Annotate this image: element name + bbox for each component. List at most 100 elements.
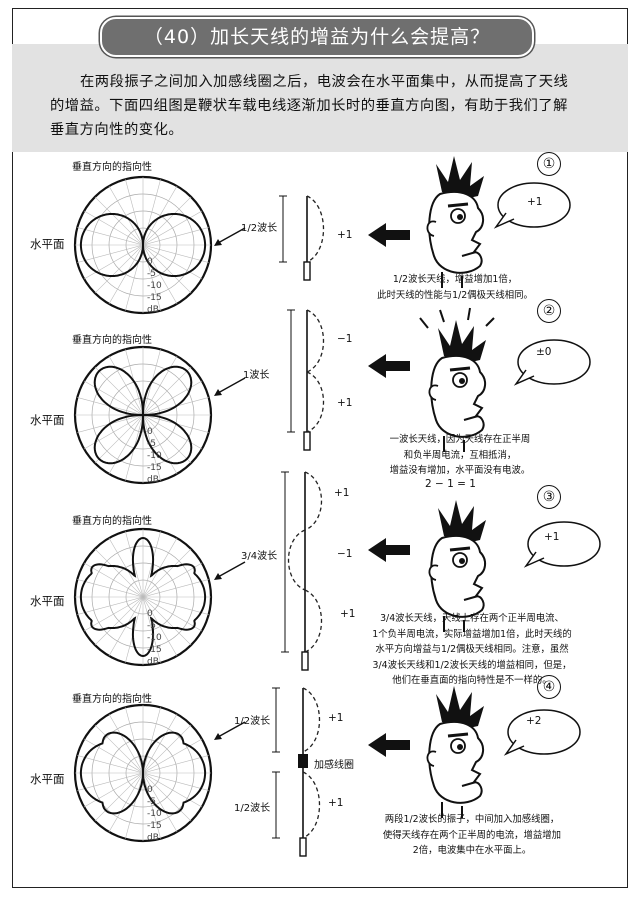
p4-wavelength-label-top: 1/2波长 — [234, 716, 271, 727]
p4-bubble-text: +2 — [526, 715, 542, 727]
p3-bubble-text: +1 — [544, 531, 560, 543]
p4-number: ④ — [537, 675, 561, 699]
current-distribution-3c — [304, 589, 323, 653]
speech-bubble-1 — [497, 182, 571, 228]
scale-tick-label: -15 — [147, 463, 162, 473]
p2-caption: 一波长天线，因为天线存在正半周 和负半周电流，互相抵消， 增益没有增加，水平面没… — [370, 432, 550, 479]
surprise-mark — [467, 307, 471, 321]
pointer-arrowhead — [214, 733, 222, 740]
p3-horizontal-plane-label: 水平面 — [30, 594, 65, 608]
scale-tick-label: -15 — [147, 645, 162, 655]
pointer-line — [217, 227, 246, 244]
p4-sign-1: +1 — [328, 712, 344, 724]
surprise-mark — [439, 309, 445, 323]
p4-horizontal-plane-label: 水平面 — [30, 772, 65, 786]
scale-tick-label: -5 — [147, 439, 156, 449]
antenna-1 — [303, 196, 311, 281]
surprise-mark — [485, 317, 495, 327]
p4-caption: 两段1/2波长的振子，中间加入加感线圈， 使得天线存在两个正半周的电流，增益增加… — [362, 812, 582, 859]
plot-grid-spoke — [77, 579, 209, 615]
p4-vertical-directivity-label: 垂直方向的指向性 — [72, 694, 152, 705]
pointer-line — [217, 377, 246, 394]
scale-tick-label: dB — [147, 475, 159, 485]
p1-number: ① — [537, 152, 561, 176]
direction-arrow-3 — [368, 538, 410, 562]
p2-number: ② — [537, 299, 561, 323]
face-icon-4 — [425, 684, 486, 820]
p4-caption-line-2: 使得天线存在两个正半周的电流，增益增加 — [382, 829, 562, 841]
p2-wavelength-label: 1波长 — [243, 370, 270, 381]
p1-caption-line-2: 此时天线的性能与1/2偶极天线相同。 — [377, 289, 533, 301]
scale-tick-label: 0 — [147, 609, 153, 619]
p3-caption-line-1: 3/4波长天线，天线上存在两个正半周电流、 — [380, 613, 564, 624]
current-distribution-2b — [306, 371, 325, 433]
p2-sign-2: +1 — [337, 397, 353, 409]
antenna-base — [303, 431, 311, 451]
pointer-line — [217, 721, 246, 738]
scale-tick-label: dB — [147, 833, 159, 843]
p3-sign-2: −1 — [337, 548, 353, 560]
current-distribution-1 — [306, 195, 325, 263]
direction-arrow-1 — [368, 223, 410, 247]
polar-plot-4 — [73, 703, 246, 843]
speech-bubble-tail-2 — [513, 369, 535, 386]
current-distribution-4b — [302, 771, 321, 839]
pointer-arrowhead — [214, 389, 222, 396]
antenna-base — [299, 837, 307, 857]
loading-coil — [298, 754, 308, 768]
antenna-base — [303, 261, 311, 281]
p3-caption-line-5: 他们在垂直面的指向特性是不一样的。 — [392, 675, 552, 686]
p3-number: ③ — [537, 485, 561, 509]
loading-coil-label: 加感线圈 — [314, 760, 354, 771]
p4-sign-2: +1 — [328, 797, 344, 809]
intro-line-1: 在两段振子之间加入加感线圈之后，电波会在水平面集中，从而提高了天线 — [80, 74, 569, 90]
p4-wavelength-label-bottom: 1/2波长 — [234, 803, 271, 814]
scale-tick-label: dB — [147, 305, 159, 315]
pointer-arrowhead — [214, 573, 222, 580]
p1-caption-line-1: 1/2波长天线，增益增加1倍， — [392, 274, 518, 285]
speech-bubble-2 — [517, 339, 591, 385]
p1-caption: 1/2波长天线，增益增加1倍， 此时天线的性能与1/2偶极天线相同。 — [350, 272, 560, 303]
scale-tick-label: -10 — [147, 451, 162, 461]
p3-sign-3: +1 — [340, 608, 356, 620]
p3-caption-line-2: 1个负半周电流，实际增益增加1倍，此时天线的 — [372, 628, 572, 640]
p2-sign-1: −1 — [337, 333, 353, 345]
speech-bubble-4 — [507, 709, 581, 755]
p1-sign-1: +1 — [337, 229, 353, 241]
scale-tick-label: -15 — [147, 293, 162, 303]
scale-tick-label: 0 — [147, 427, 153, 437]
p1-vertical-directivity-label: 垂直方向的指向性 — [72, 162, 152, 173]
radiation-pattern — [79, 731, 207, 815]
p3-caption-line-3: 水平方向增益与1/2偶极天线相同。注意，虽然 — [375, 644, 569, 655]
p2-bubble-text: ±0 — [536, 346, 552, 358]
face-icon-1 — [425, 154, 486, 290]
current-distribution-3b — [287, 529, 306, 591]
radiation-pattern — [79, 536, 207, 658]
p2-caption-line-3: 增益没有增加，水平面没有电波。 — [389, 465, 531, 476]
p1-horizontal-plane-label: 水平面 — [30, 237, 65, 251]
page-title: （40）加长天线的增益为什么会提高？ — [100, 17, 534, 57]
p1-wavelength-label: 1/2波长 — [241, 223, 278, 234]
p2-caption-line-2: 和负半周电流，互相抵消， — [403, 449, 517, 461]
p3-wavelength-label: 3/4波长 — [241, 551, 278, 562]
speech-bubble-3 — [527, 521, 601, 567]
scale-tick-label: 0 — [147, 785, 153, 795]
scale-tick-label: -10 — [147, 633, 162, 643]
scale-tick-label: -15 — [147, 821, 162, 831]
polar-plot-1 — [73, 175, 246, 315]
antenna-base — [301, 651, 309, 671]
scale-tick-label: dB — [147, 657, 159, 667]
p3-sign-1: +1 — [334, 487, 350, 499]
p2-horizontal-plane-label: 水平面 — [30, 413, 65, 427]
antenna-2 — [303, 310, 311, 451]
p1-bubble-text: +1 — [527, 196, 543, 208]
polar-plot-2 — [73, 345, 246, 485]
antenna-3 — [301, 472, 309, 671]
p4-caption-line-3: 2倍，电波集中在水平面上。 — [412, 845, 532, 856]
p3-caption-line-4: 3/4波长天线和1/2波长天线的增益相同，但是， — [372, 659, 572, 671]
scale-tick-label: -5 — [147, 621, 156, 631]
speech-bubble-tail-3 — [523, 551, 545, 568]
p3-vertical-directivity-label: 垂直方向的指向性 — [72, 516, 152, 527]
polar-plot-3 — [73, 527, 246, 667]
